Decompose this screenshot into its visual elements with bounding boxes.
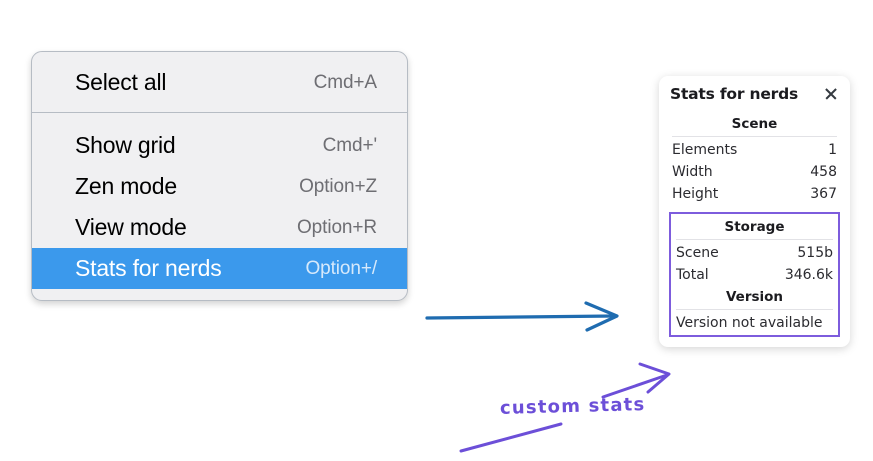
stat-value: 367 [810, 185, 837, 202]
section-heading: Storage [724, 219, 785, 236]
custom-stats-highlight-box: Storage Scene 515b Total 346.6k Version … [669, 212, 840, 338]
menu-group-2: Show grid Cmd+' Zen mode Option+Z View m… [32, 113, 407, 300]
arrow-pointer-icon [601, 362, 671, 399]
section-divider [672, 136, 837, 137]
stat-label: Width [672, 163, 713, 180]
context-menu[interactable]: Select all Cmd+A Show grid Cmd+' Zen mod… [31, 51, 408, 301]
menu-item-select-all[interactable]: Select all Cmd+A [32, 62, 407, 103]
table-row: Elements 1 [670, 139, 839, 161]
stats-section-scene: Scene Elements 1 Width 458 Height 367 [670, 114, 839, 205]
stat-label: Elements [672, 141, 738, 158]
version-value: Version not available [676, 315, 823, 332]
menu-item-label: Show grid [75, 132, 176, 158]
stats-section-storage: Storage Scene 515b Total 346.6k [674, 216, 835, 286]
menu-item-label: View mode [75, 214, 187, 240]
table-row: Width 458 [670, 161, 839, 183]
stats-section-version: Version Version not available [674, 286, 835, 332]
stat-value: 515b [797, 244, 833, 261]
stats-for-nerds-panel[interactable]: Stats for nerds Scene Elements 1 Width 4… [659, 76, 850, 348]
stat-value: 1 [828, 141, 837, 158]
custom-stats-annotation-label: custom stats [499, 394, 646, 419]
menu-item-zen-mode[interactable]: Zen mode Option+Z [32, 166, 407, 207]
menu-item-shortcut: Option+Z [299, 175, 377, 197]
stat-label: Scene [676, 244, 719, 261]
section-divider [676, 309, 833, 311]
menu-item-show-grid[interactable]: Show grid Cmd+' [32, 125, 407, 166]
menu-item-shortcut: Option+/ [305, 257, 377, 279]
menu-item-label: Select all [75, 69, 167, 95]
table-row: Total 346.6k [674, 264, 835, 286]
section-heading: Scene [731, 116, 778, 132]
menu-item-shortcut: Cmd+A [313, 71, 377, 93]
stat-value: 458 [810, 163, 837, 180]
menu-item-label: Zen mode [75, 173, 177, 199]
menu-item-stats-for-nerds[interactable]: Stats for nerds Option+/ [32, 248, 407, 289]
table-row: Height 367 [670, 183, 839, 205]
menu-group-1: Select all Cmd+A [32, 52, 407, 112]
menu-item-label: Stats for nerds [75, 255, 222, 281]
close-icon[interactable] [823, 86, 839, 102]
stat-value: 346.6k [784, 266, 833, 283]
menu-item-shortcut: Cmd+' [322, 134, 377, 156]
menu-item-shortcut: Option+R [297, 216, 377, 238]
arrow-right-icon [425, 301, 619, 332]
menu-item-view-mode[interactable]: View mode Option+R [32, 207, 407, 248]
section-heading: Version [725, 289, 784, 306]
stat-label: Total [676, 266, 709, 283]
table-row: Scene 515b [674, 242, 835, 264]
menu-separator [32, 112, 407, 113]
stats-panel-header: Stats for nerds [670, 85, 839, 103]
stats-panel-title: Stats for nerds [670, 85, 799, 103]
stat-label: Height [672, 185, 719, 202]
section-divider [676, 239, 833, 241]
underline-stroke [459, 422, 563, 453]
